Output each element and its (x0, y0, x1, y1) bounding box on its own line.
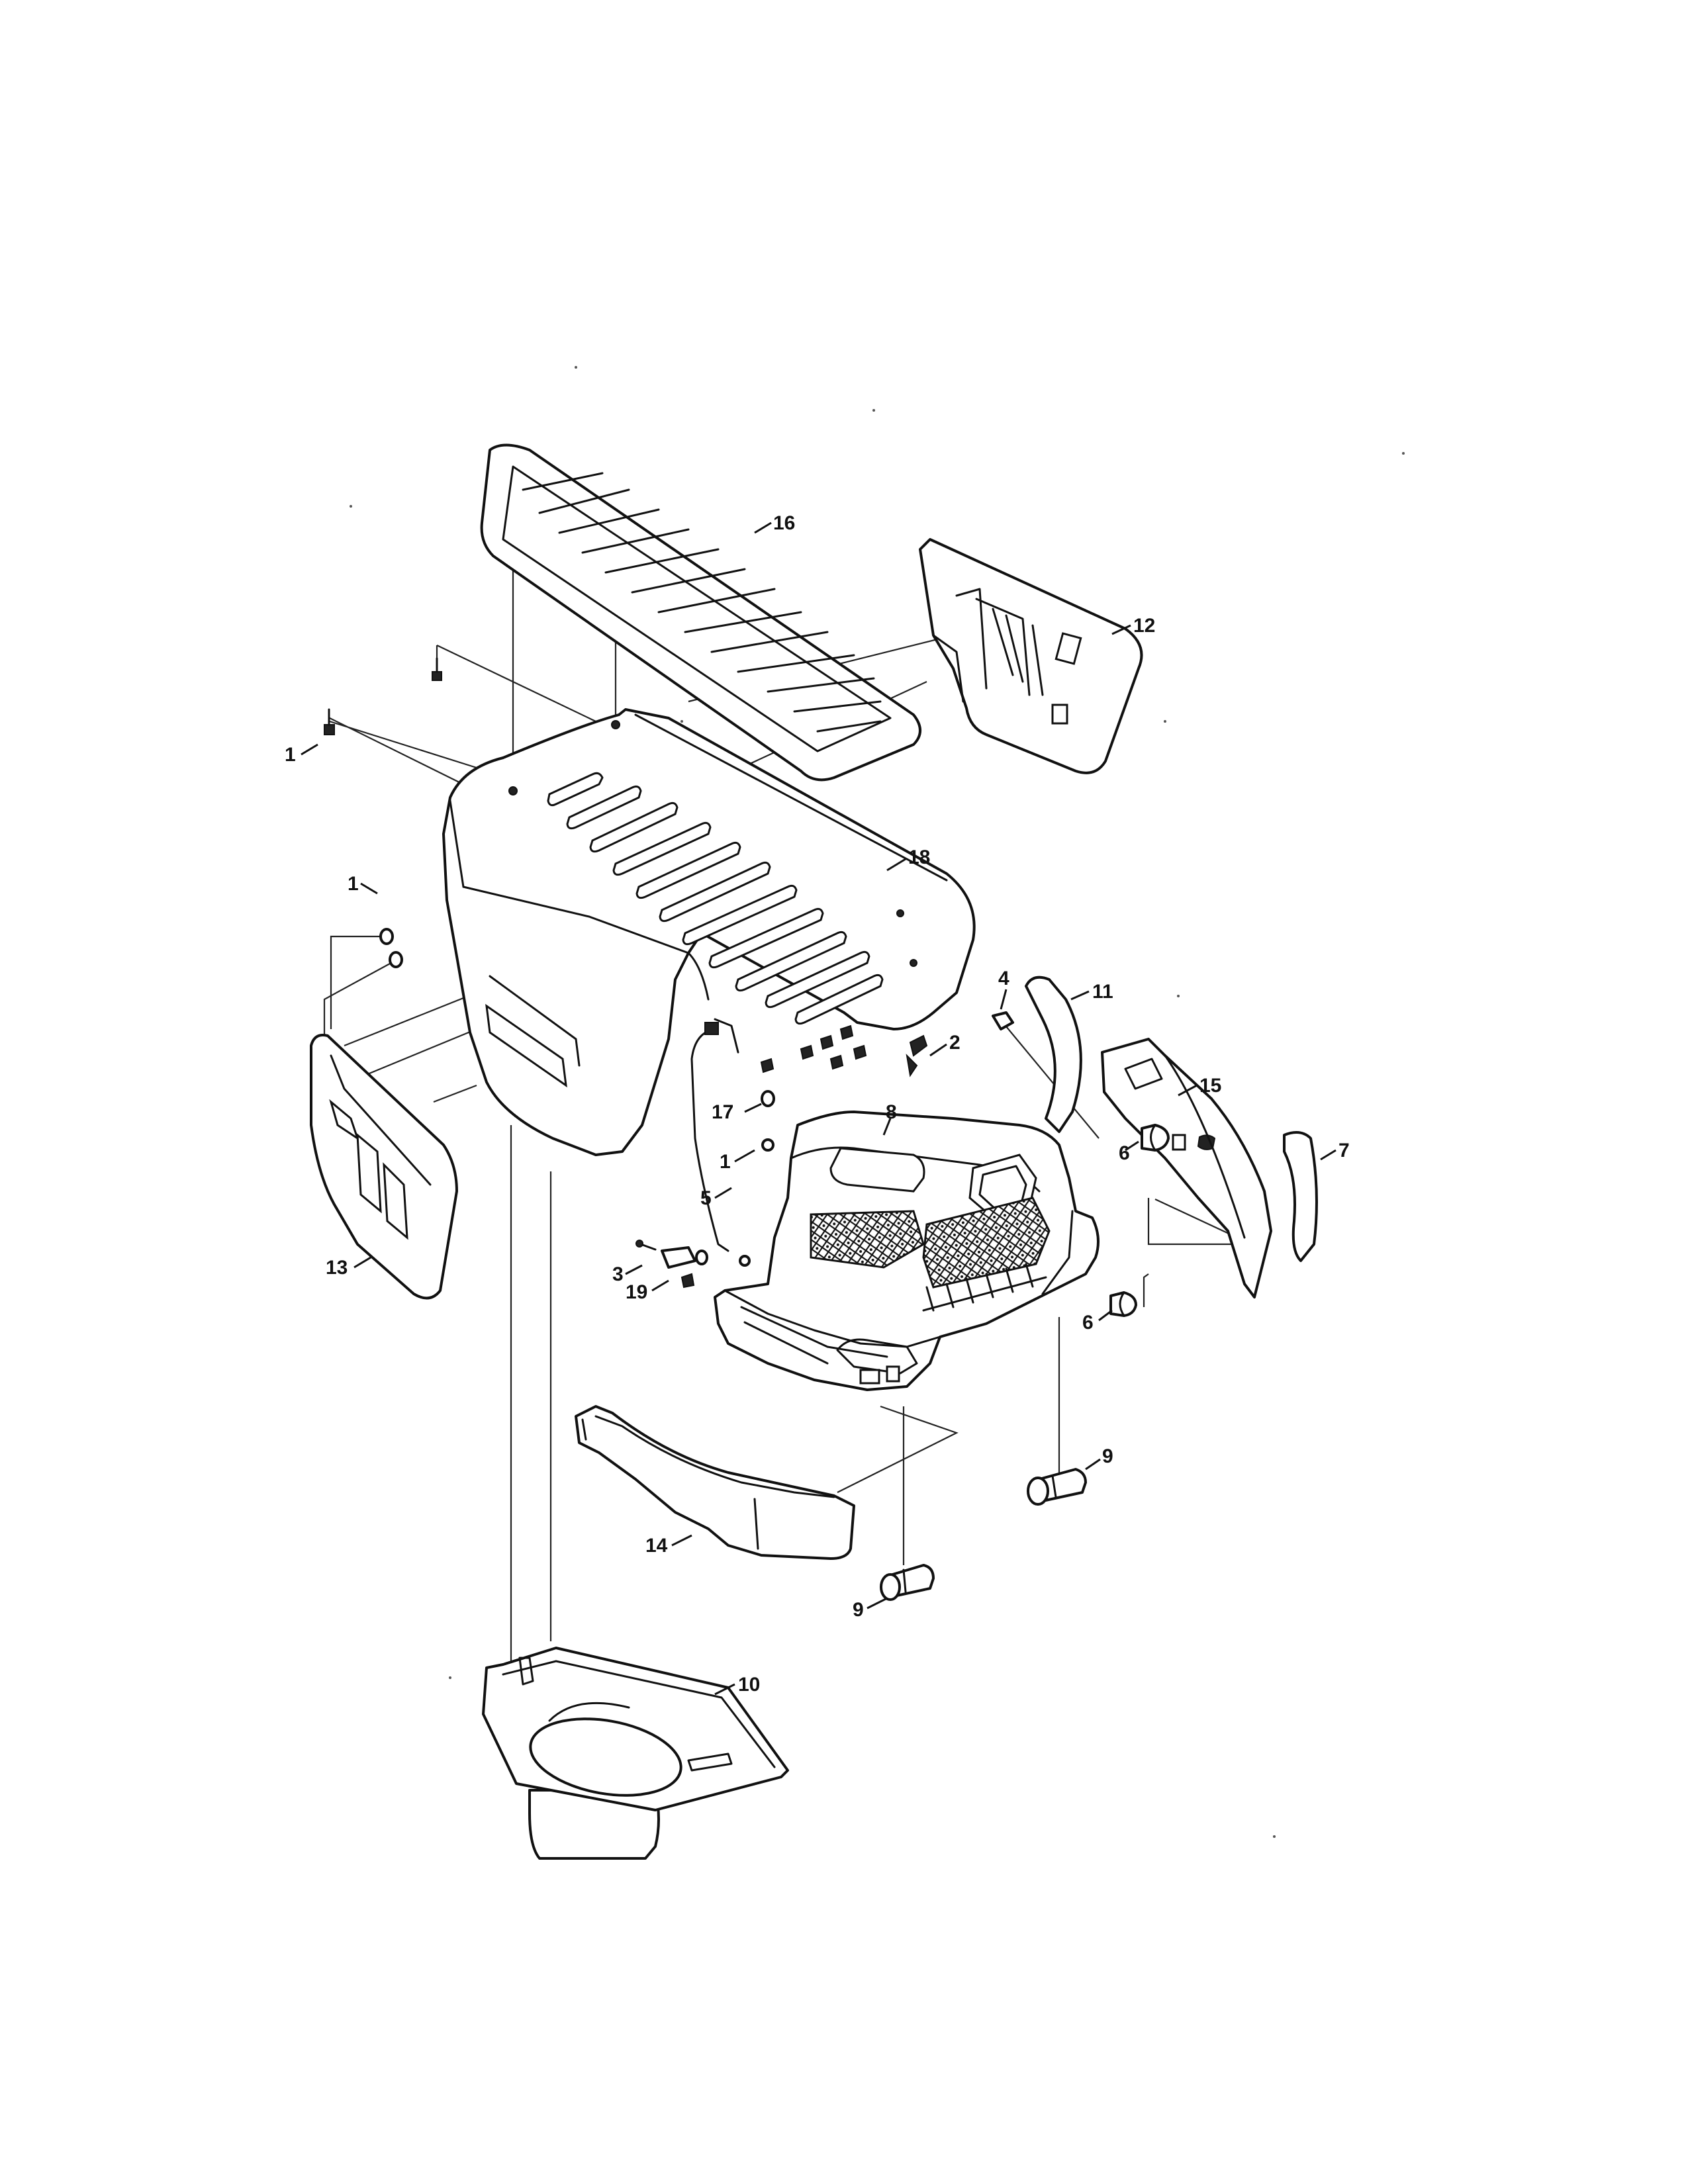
nut (992, 1011, 1014, 1030)
callout-4: 4 (998, 968, 1009, 989)
wire-harness (690, 1018, 867, 1252)
callout-leaders (301, 522, 1336, 1696)
callout-18: 18 (908, 846, 930, 868)
headlight-bracket-right (919, 538, 1143, 774)
callout-16: 16 (773, 512, 795, 534)
headlight-bulb-left (880, 1564, 935, 1601)
callout-9-left: 9 (853, 1599, 864, 1621)
screw-upper-guide (432, 657, 442, 681)
callout-17: 17 (712, 1101, 733, 1123)
screw-side (379, 928, 403, 968)
callout-19: 19 (626, 1281, 647, 1303)
hood-grille-insert (480, 443, 921, 782)
callout-1-side: 1 (348, 873, 359, 895)
side-panel-left (310, 1034, 458, 1300)
callout-9-right: 9 (1102, 1445, 1113, 1467)
callout-13: 13 (326, 1257, 348, 1279)
callout-1-top: 1 (285, 744, 296, 766)
callout-3: 3 (612, 1263, 624, 1285)
callout-10: 10 (738, 1674, 760, 1696)
headlight-bulb-right (1027, 1468, 1087, 1506)
bumper-plug-upper (1141, 1124, 1170, 1152)
callout-1-front: 1 (720, 1151, 731, 1173)
screw-small (635, 1240, 657, 1251)
lens-trim (1283, 1131, 1318, 1262)
lower-bumper-trim (575, 1405, 855, 1560)
bumper-plug-lower (1109, 1291, 1137, 1317)
clip (906, 1034, 928, 1077)
front-trim-frame (1025, 976, 1082, 1133)
callout-8: 8 (886, 1101, 897, 1123)
side-panel-right (1101, 1038, 1272, 1298)
front-grille (714, 1111, 1100, 1391)
hardware (324, 657, 1170, 1601)
air-duct (482, 1647, 789, 1860)
callout-5: 5 (700, 1187, 712, 1209)
hood-vent-slots (547, 772, 884, 1025)
callout-6-lower: 6 (1082, 1312, 1094, 1334)
callout-15: 15 (1199, 1075, 1221, 1097)
fastener (761, 1090, 775, 1152)
bracket (661, 1246, 751, 1289)
callout-labels: 16 12 1 18 1 4 11 2 15 8 17 6 7 1 5 3 19… (285, 512, 1350, 1696)
callout-6-upper: 6 (1119, 1142, 1130, 1164)
callout-11: 11 (1092, 981, 1113, 1003)
callout-7: 7 (1338, 1140, 1350, 1161)
grille-insert-slats (522, 472, 882, 733)
hood (442, 708, 976, 1156)
grille-lower-slots (922, 1263, 1047, 1312)
callout-2: 2 (949, 1032, 961, 1054)
callout-14: 14 (645, 1535, 668, 1557)
callout-12: 12 (1133, 615, 1155, 637)
screw-top (324, 708, 335, 735)
